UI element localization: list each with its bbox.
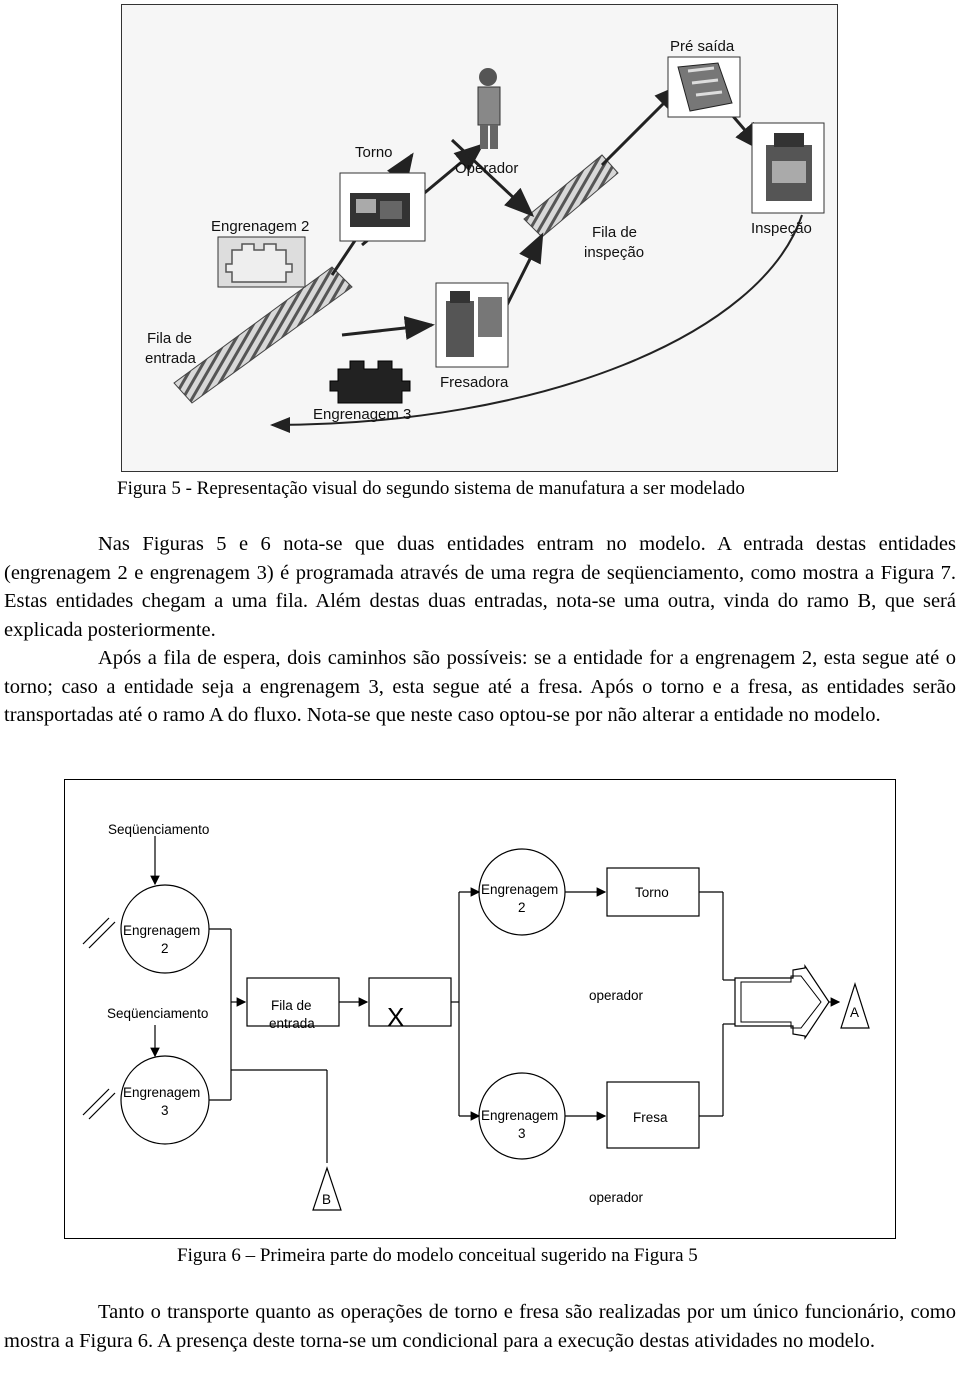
paragraph-2-part-1: Tanto o transporte quanto as operações d… — [4, 1301, 956, 1352]
label-operador: Operador — [455, 160, 518, 177]
figure-5-drawing: Pré saída Torno Operador Engrenagem 2 Fi… — [145, 38, 825, 433]
pre-saida-picture — [667, 56, 741, 118]
paragraph-1-part-2: Após a fila de espera, dois caminhos são… — [4, 647, 956, 726]
label-fila-entrada-1: Fila de — [147, 330, 192, 347]
arrow-to-fresadora — [341, 316, 435, 340]
label-engrenagem-3: Engrenagem 3 — [313, 406, 411, 423]
paragraph-2: Tanto o transporte quanto as operações d… — [4, 1298, 956, 1355]
connector-b-triangle — [312, 1166, 342, 1211]
conveyor-entrada — [173, 266, 353, 404]
figure-6-diagram: Seqüenciamento Engrenagem 2 Seqüenciamen… — [64, 779, 896, 1239]
label-fila-l2: entrada — [269, 1016, 315, 1031]
label-create2-l1: Engrenagem — [123, 923, 200, 938]
label-create2-l2: 2 — [161, 941, 169, 956]
label-fresadora: Fresadora — [440, 374, 509, 391]
label-fresa: Fresa — [633, 1110, 668, 1125]
connector-a-triangle — [840, 982, 870, 1029]
fresadora-machine-picture — [435, 282, 509, 368]
label-eng3-l1: Engrenagem — [481, 1108, 558, 1123]
label-create3-l2: 3 — [161, 1103, 169, 1118]
label-seq-mid: Seqüenciamento — [107, 1006, 208, 1021]
label-torno: Torno — [355, 144, 393, 161]
create-engrenagem-3-node — [120, 1055, 210, 1145]
label-fila-inspecao-1: Fila de — [592, 224, 637, 241]
transport-symbol — [734, 964, 830, 1040]
label-operador-top: operador — [589, 988, 644, 1003]
label-create3-l1: Engrenagem — [123, 1085, 200, 1100]
figure-6-caption: Figura 6 – Primeira parte do modelo conc… — [177, 1245, 698, 1266]
label-eng2-l1: Engrenagem — [481, 882, 558, 897]
label-decision-x: X — [387, 1002, 404, 1032]
arrow-operador-fila — [450, 138, 535, 218]
torno-machine-picture — [339, 172, 426, 242]
label-inspecao: Inspeção — [751, 220, 812, 237]
label-operador-bottom: operador — [589, 1190, 644, 1205]
inspecao-machine-picture — [751, 122, 825, 214]
paragraph-1-part-1: Nas Figuras 5 e 6 nota-se que duas entid… — [4, 533, 956, 641]
decision-box — [368, 977, 452, 1027]
label-fila-entrada-2: entrada — [145, 350, 197, 367]
gear-3-picture — [329, 360, 411, 404]
label-connector-b: B — [322, 1192, 331, 1207]
figure-5-illustration: Pré saída Torno Operador Engrenagem 2 Fi… — [121, 4, 838, 472]
label-pre-saida: Pré saída — [670, 38, 735, 55]
gear-2-picture — [217, 236, 306, 288]
conveyor-inspecao — [523, 154, 619, 238]
paragraph-1: Nas Figuras 5 e 6 nota-se que duas entid… — [4, 530, 956, 730]
arrow-inspecao-return — [270, 214, 803, 433]
label-torno: Torno — [635, 885, 669, 900]
label-eng2-l2: 2 — [518, 900, 526, 915]
arrow-fresadora-to-fila — [505, 232, 544, 306]
figure-5-caption: Figura 5 - Representação visual do segun… — [117, 478, 745, 499]
fresa-box — [606, 1081, 700, 1149]
label-engrenagem-2: Engrenagem 2 — [211, 218, 309, 235]
label-eng3-l2: 3 — [518, 1126, 526, 1141]
label-fila-inspecao-2: inspeção — [584, 244, 644, 261]
operador-picture — [477, 68, 501, 149]
figure-6-drawing: Seqüenciamento Engrenagem 2 Seqüenciamen… — [82, 822, 870, 1211]
label-seq-top: Seqüenciamento — [108, 822, 209, 837]
label-fila-l1: Fila de — [271, 998, 312, 1013]
label-connector-a: A — [850, 1005, 859, 1020]
